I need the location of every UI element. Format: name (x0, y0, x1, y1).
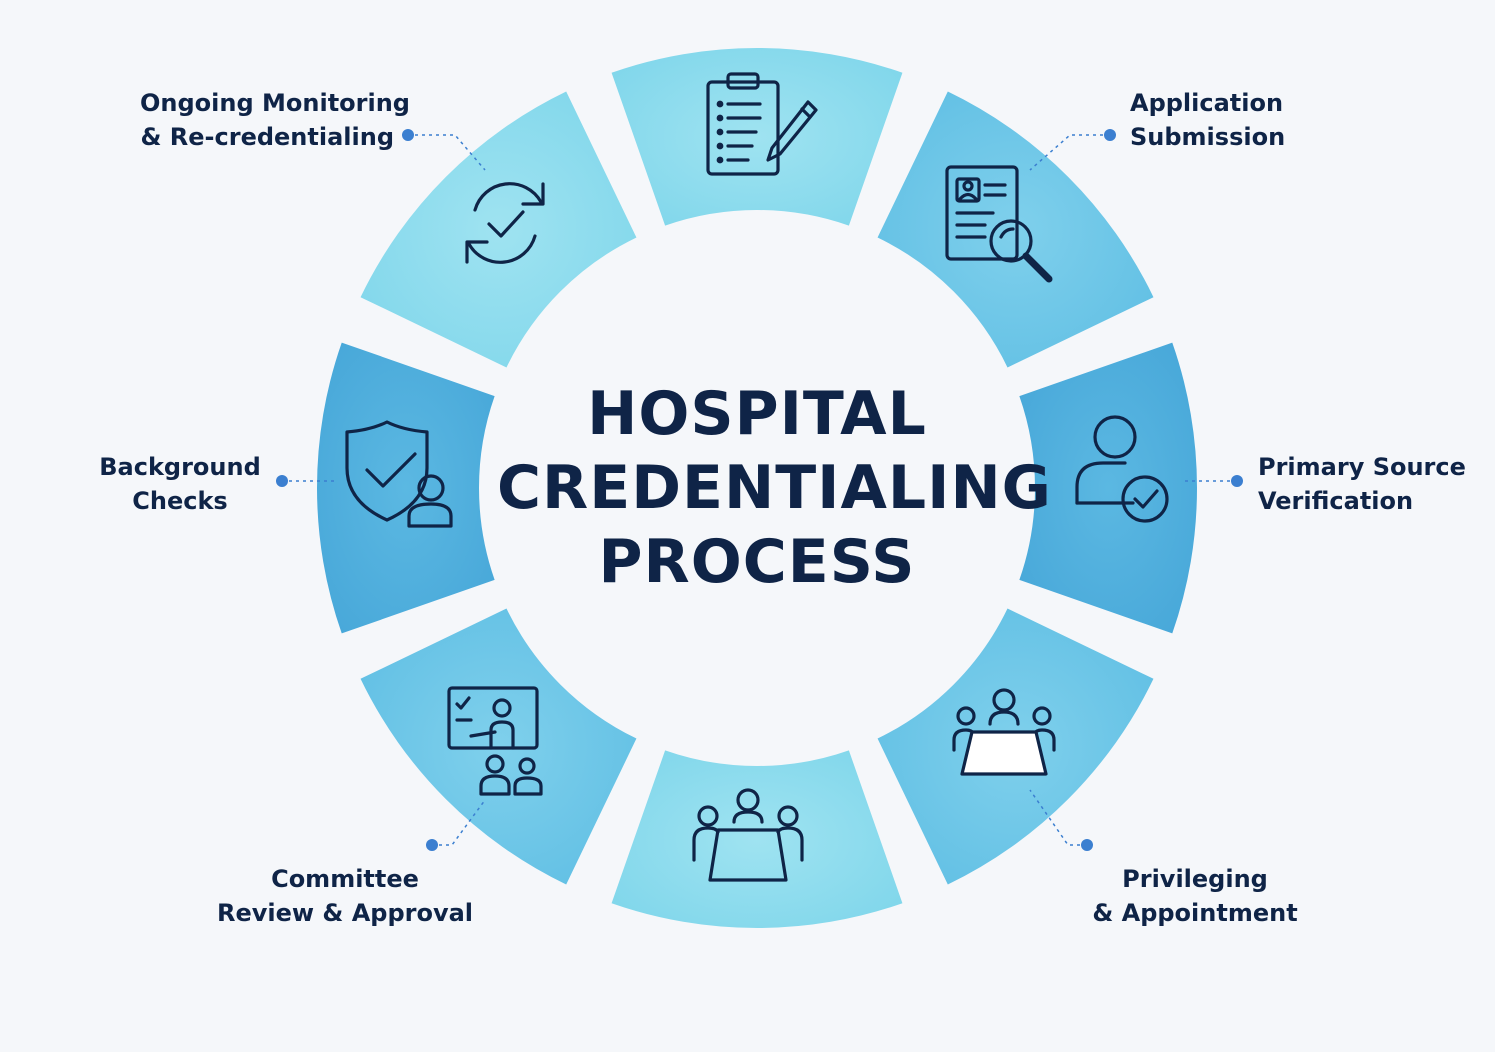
meeting-table-icon (692, 788, 804, 882)
step-label-line: Committee (271, 865, 419, 893)
shield-user-icon (345, 420, 453, 528)
step-label-ongoing: Ongoing Monitoring & Re-credentialing (140, 86, 410, 154)
clipboard-pen-icon (706, 72, 818, 176)
segment-top-left (360, 91, 637, 368)
step-label-line: Ongoing Monitoring (140, 89, 410, 117)
step-label-committee: Committee Review & Approval (200, 862, 490, 930)
step-label-line: & Appointment (1092, 899, 1298, 927)
connectors (282, 134, 1237, 846)
title-line: HOSPITAL (587, 379, 927, 449)
presentation-icon (447, 686, 543, 796)
connector-committee (432, 799, 486, 846)
connector-dot (1104, 129, 1116, 141)
step-label-line: Verification (1258, 487, 1414, 515)
page-title: HOSPITAL CREDENTIALING PROCESS (497, 377, 1052, 599)
step-label-line: Review & Approval (216, 899, 474, 927)
step-label-line: Primary Source (1258, 453, 1466, 481)
segment-left (316, 342, 495, 634)
connector-dot (426, 839, 438, 851)
user-check-icon (1075, 415, 1169, 523)
step-label-line: Checks (132, 487, 228, 515)
segment-top (611, 48, 903, 226)
connector-dots (276, 129, 1243, 851)
step-label-line: & Re-credentialing (140, 123, 395, 151)
document-search-icon (945, 165, 1053, 283)
step-label-background: Background Checks (90, 450, 270, 518)
connector-privileging (1029, 789, 1087, 846)
meeting-table-icon (952, 688, 1056, 776)
step-label-privileging: Privileging & Appointment (1070, 862, 1320, 930)
connector-dot (1231, 475, 1243, 487)
step-label-application: Application Submission (1130, 86, 1285, 154)
step-label-line: Privileging (1122, 865, 1268, 893)
connector-dot (402, 129, 414, 141)
step-label-line: Background (99, 453, 261, 481)
segment-right (1019, 342, 1198, 634)
step-label-primary-source: Primary Source Verification (1258, 450, 1466, 518)
connector-dot (276, 475, 288, 487)
step-label-line: Submission (1130, 123, 1286, 151)
title-line: PROCESS (598, 527, 916, 597)
connector-dot (1081, 839, 1093, 851)
refresh-check-icon (465, 182, 545, 264)
connector-ongoing (408, 134, 486, 171)
segment-bottom (611, 750, 903, 928)
title-line: CREDENTIALING (497, 453, 1052, 523)
step-label-line: Application (1130, 89, 1284, 117)
